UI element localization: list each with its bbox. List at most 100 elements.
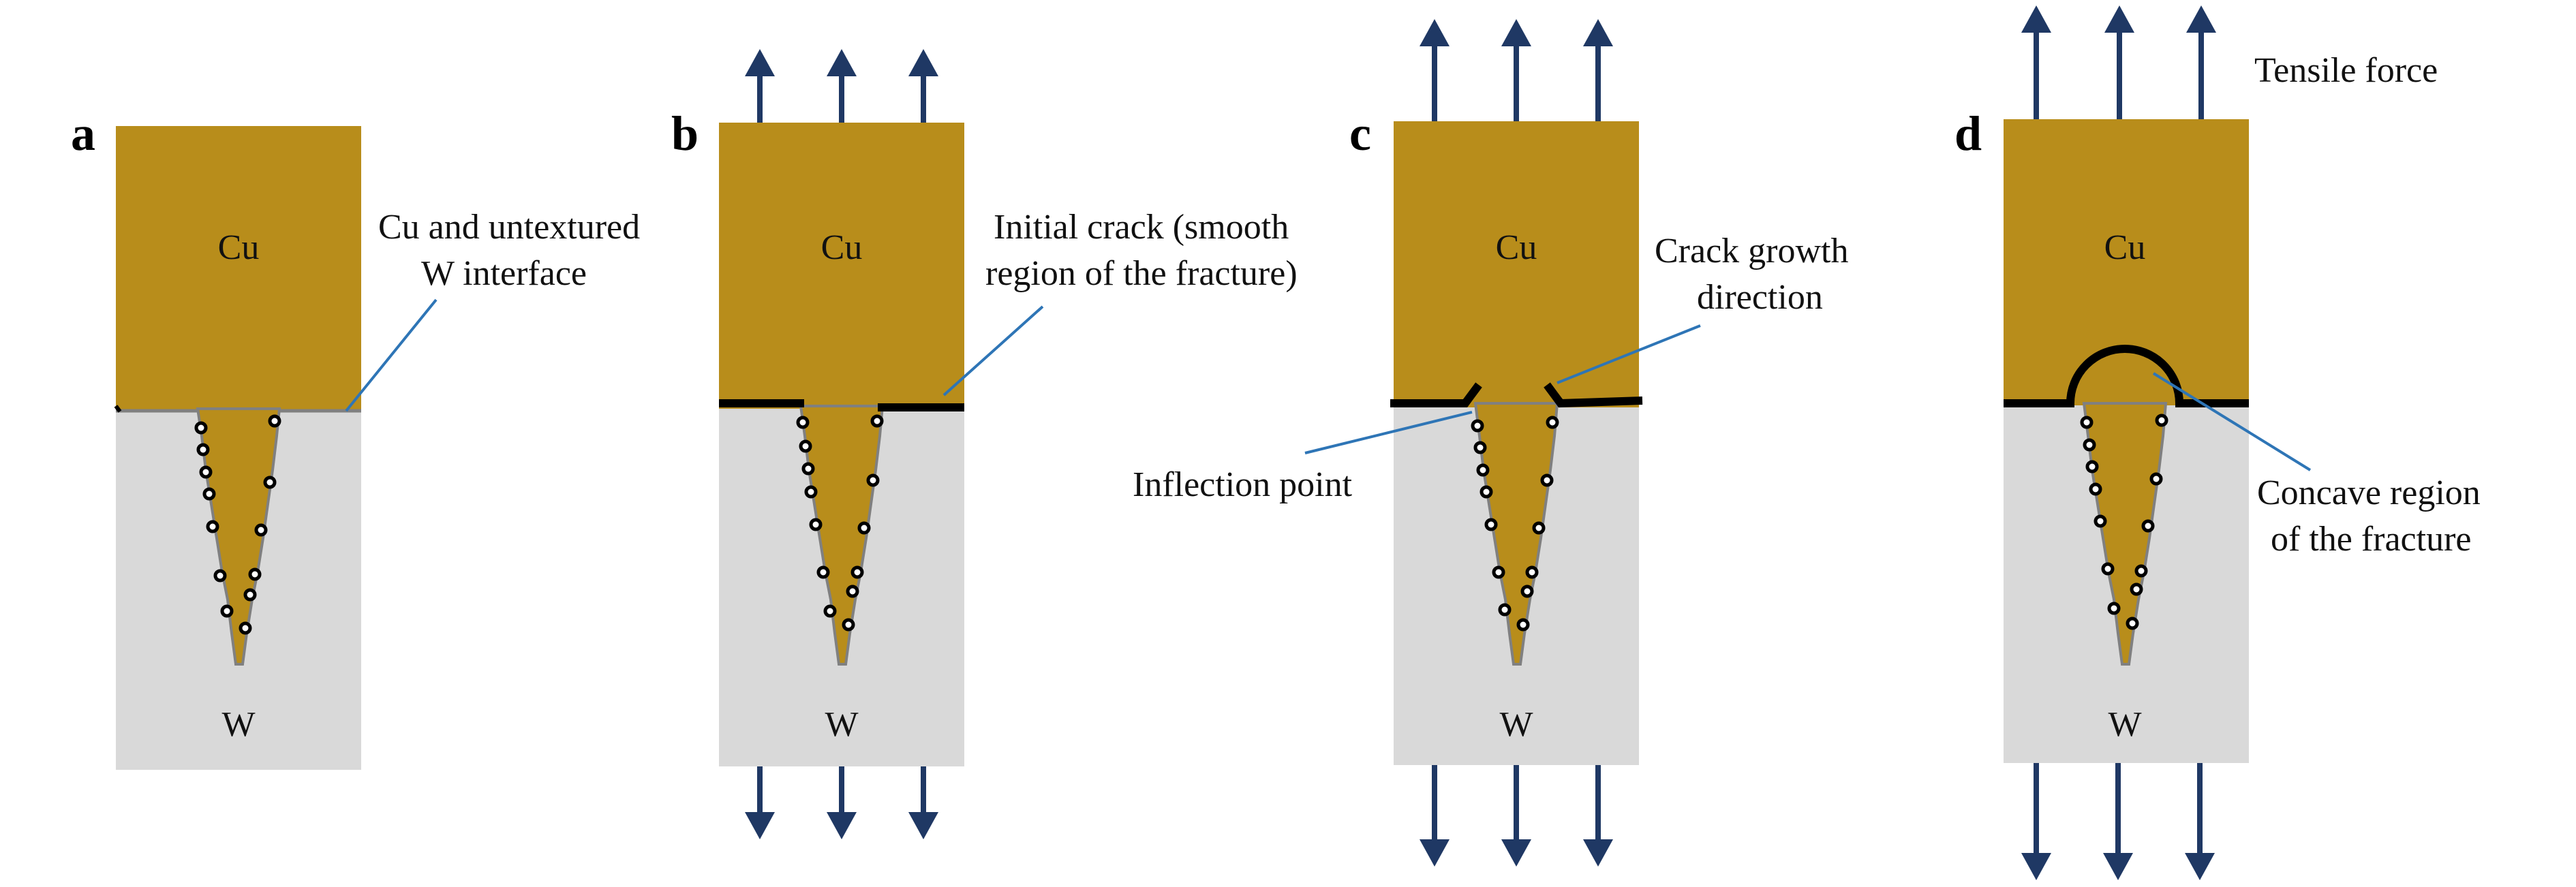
copper-block <box>1394 121 1639 407</box>
particle <box>2080 416 2094 429</box>
interface-particles <box>1471 416 1559 632</box>
particle <box>2083 438 2096 452</box>
copper-block <box>719 123 964 409</box>
particle <box>2155 414 2168 427</box>
particle <box>801 462 815 476</box>
particle <box>804 485 818 499</box>
particle <box>194 421 208 435</box>
particle <box>213 569 227 582</box>
particle <box>1540 473 1554 487</box>
copper-wedge <box>1473 402 1559 666</box>
leader-line <box>1557 324 1701 384</box>
particle <box>254 523 268 537</box>
initial-crack <box>719 399 964 411</box>
particle <box>866 473 880 487</box>
tungsten-label: W <box>825 705 858 744</box>
particle <box>1484 518 1498 531</box>
crack-growth-note-line-2: direction <box>1697 278 1823 317</box>
tungsten-label: W <box>221 705 255 744</box>
particle <box>248 567 262 581</box>
copper-label: Cu <box>821 228 863 267</box>
interface-particles <box>2080 414 2168 630</box>
particle <box>1473 441 1487 454</box>
concave-fracture <box>2004 345 2249 407</box>
particle <box>2134 564 2148 578</box>
particle <box>1546 416 1559 429</box>
copper-wedge <box>196 407 281 666</box>
particle <box>1492 565 1505 579</box>
copper-wedge <box>2082 402 2168 666</box>
copper-label: Cu <box>1496 228 1537 267</box>
particle <box>2107 602 2121 615</box>
particle <box>243 588 257 602</box>
copper-label: Cu <box>2104 228 2146 267</box>
copper-block <box>2004 119 2249 405</box>
particle <box>2149 472 2163 486</box>
crack-growth-note: Crack growth direction <box>1655 232 1857 317</box>
interface-particles <box>796 414 884 632</box>
crack-growth-note-line-1: Crack growth <box>1655 232 1848 270</box>
copper-label: Cu <box>218 228 260 267</box>
particle <box>809 518 823 531</box>
tensile-arrows <box>2021 5 2216 880</box>
particle <box>850 565 864 579</box>
particle <box>799 439 812 453</box>
leader-line <box>942 305 1044 396</box>
initial-crack-note-line-2: region of the fracture) <box>985 254 1298 293</box>
interface-note-line-2: W interface <box>421 254 587 293</box>
particle <box>196 443 210 456</box>
particle <box>239 621 252 635</box>
particle <box>857 521 871 535</box>
panel-a: a Cu W Cu and untextured W interface <box>71 106 649 770</box>
particle <box>268 414 281 428</box>
concave-region-note-line-1: Concave region <box>2257 473 2481 512</box>
leader-line <box>1304 411 1473 454</box>
initial-crack-note-line-1: Initial crack (smooth <box>994 208 1289 247</box>
particle <box>816 565 830 579</box>
interface-note-line-1: Cu and untextured <box>378 208 640 247</box>
particle <box>263 476 277 489</box>
particle <box>2126 617 2139 630</box>
inflection-point-note: Inflection point <box>1133 465 1353 504</box>
tensile-arrows <box>745 49 938 839</box>
panel-d: d Cu W Concave region of the fracture Te <box>1954 5 2481 880</box>
particle <box>1479 485 1493 499</box>
particle <box>1516 618 1530 632</box>
particle <box>1532 521 1546 535</box>
panel-c: c Cu W Crack growth direction Infle <box>1133 19 1857 867</box>
tensile-force-label: Tensile force <box>2254 51 2438 90</box>
concave-region-note-line-2: of the fracture <box>2271 520 2471 559</box>
particle <box>823 604 837 618</box>
initial-crack-note: Initial crack (smooth region of the frac… <box>985 208 1298 293</box>
tensile-arrows <box>1420 19 1613 867</box>
crack-line <box>1390 382 1643 408</box>
leader-line <box>345 298 438 412</box>
tungsten-label: W <box>2108 705 2141 744</box>
particle <box>1520 585 1534 598</box>
particle <box>2094 514 2107 528</box>
particle <box>220 604 234 618</box>
particle <box>2130 582 2143 596</box>
particle <box>2085 460 2099 473</box>
leader-line <box>2152 372 2312 471</box>
particle <box>842 618 855 632</box>
particle <box>1498 603 1512 617</box>
particle <box>2141 519 2155 533</box>
particle <box>846 585 859 598</box>
particle <box>870 414 884 428</box>
particle <box>206 520 219 533</box>
copper-block <box>116 126 361 412</box>
copper-edge-mark <box>114 405 122 413</box>
particle <box>199 465 213 479</box>
panel-letter-d: d <box>1954 106 1982 161</box>
tungsten-label: W <box>1499 705 1533 744</box>
particle <box>2101 562 2115 576</box>
particle <box>1525 565 1539 579</box>
particle <box>796 416 810 429</box>
interface-note: Cu and untextured W interface <box>378 208 649 293</box>
particle <box>2089 482 2102 496</box>
panel-letter-b: b <box>671 106 699 161</box>
copper-wedge <box>799 405 885 666</box>
interface-particles <box>194 414 281 635</box>
particle <box>202 487 216 501</box>
